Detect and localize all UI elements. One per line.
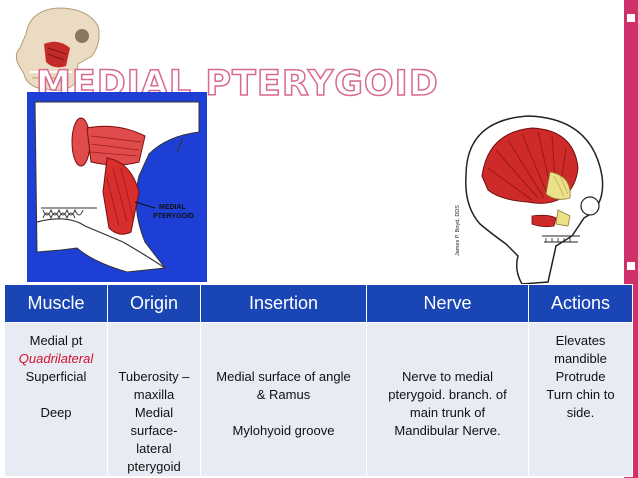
origin-line: lateral — [136, 441, 172, 456]
lateral-pterygoid-label: LATERAL PTERYGOID — [97, 101, 178, 110]
skull-thumbnail-image — [15, 7, 100, 91]
bullet-marker — [627, 262, 635, 270]
cell-origin: Tuberosity – maxilla Medial surface- lat… — [107, 322, 201, 477]
insertion-line: Medial surface of angle — [216, 369, 351, 384]
insertion-line: Mylohyoid groove — [232, 423, 335, 438]
table-header-row: Muscle Origin Insertion Nerve Actions — [4, 284, 633, 323]
actions-line: Turn chin to — [546, 387, 615, 402]
header-nerve: Nerve — [366, 284, 529, 323]
insertion-line — [201, 332, 366, 350]
actions-line: mandible — [554, 351, 607, 366]
muscle-line: Superficial — [25, 369, 87, 384]
origin-line: Tuberosity – — [118, 369, 190, 384]
origin-line: surface- — [130, 423, 178, 438]
nerve-line — [367, 350, 528, 368]
muscle-line: Deep — [40, 405, 72, 420]
origin-line: pterygoid — [127, 459, 181, 474]
nerve-line: Nerve to medial — [401, 369, 494, 384]
cell-actions: Elevates mandible Protrude Turn chin to … — [528, 322, 633, 477]
muscle-table: Muscle Origin Insertion Nerve Actions Me… — [4, 284, 633, 477]
origin-line: maxilla — [133, 387, 175, 402]
insertion-line: & Ramus — [256, 387, 311, 402]
medial-pterygoid-label-1: MEDIAL — [159, 204, 187, 211]
medial-pterygoid-label-2: PTERYGOID — [153, 213, 194, 220]
header-insertion: Insertion — [200, 284, 367, 323]
insertion-line — [201, 350, 366, 368]
header-actions: Actions — [528, 284, 633, 323]
insertion-line — [201, 404, 366, 422]
bullet-marker — [627, 14, 635, 22]
nerve-line — [367, 332, 528, 350]
cell-nerve: Nerve to medial pterygoid. branch. of ma… — [366, 322, 529, 477]
muscle-line: Medial pt — [29, 333, 83, 348]
illustration-credit: James P. Boyd, DDS — [455, 205, 461, 256]
muscle-shape: Quadrilateral — [18, 351, 94, 366]
cell-muscle: Medial pt Quadrilateral Superficial Deep — [4, 322, 108, 477]
muscle-line — [5, 386, 107, 404]
header-origin: Origin — [107, 284, 201, 323]
cell-insertion: Medial surface of angle & Ramus Mylohyoi… — [200, 322, 367, 477]
origin-line — [108, 350, 200, 368]
actions-line: side. — [566, 405, 595, 420]
nerve-line: pterygoid. branch. of — [388, 387, 507, 402]
pterygoid-diagram: LATERAL PTERYGOID MEDIAL PTERYGOID — [27, 92, 207, 282]
origin-line: Medial — [134, 405, 174, 420]
table-row: Medial pt Quadrilateral Superficial Deep… — [4, 322, 633, 477]
actions-line: Protrude — [555, 369, 606, 384]
nerve-line: Mandibular Nerve. — [394, 423, 501, 438]
header-muscle: Muscle — [4, 284, 108, 323]
nerve-line: main trunk of — [409, 405, 486, 420]
origin-line — [108, 332, 200, 350]
skull-side-image: James P. Boyd, DDS — [452, 106, 612, 292]
actions-line: Elevates — [555, 333, 606, 348]
